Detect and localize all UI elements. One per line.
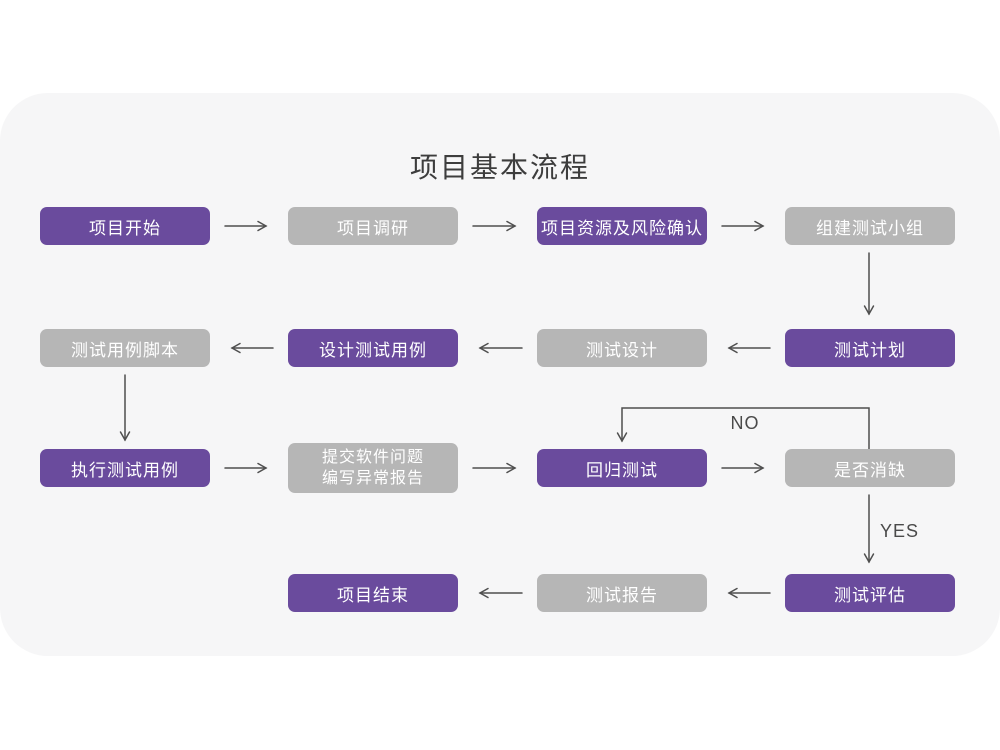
- flowchart-card: [0, 93, 1000, 656]
- node-submit-issue-report-line1: 提交软件问题: [321, 449, 424, 466]
- node-regression-test: 回归测试: [537, 449, 707, 487]
- node-defect-cleared-check: 是否消缺: [785, 449, 955, 487]
- node-build-test-team: 组建测试小组: [785, 207, 955, 245]
- node-submit-issue-report-line2: 编写异常报告: [321, 470, 424, 487]
- node-resource-risk-confirm: 项目资源及风险确认: [537, 207, 707, 245]
- node-test-report: 测试报告: [537, 574, 707, 612]
- node-execute-test-cases: 执行测试用例: [40, 449, 210, 487]
- node-test-plan: 测试计划: [785, 329, 955, 367]
- diagram-title: 项目基本流程: [409, 152, 590, 183]
- node-design-test-cases: 设计测试用例: [288, 329, 458, 367]
- node-submit-issue-report: 提交软件问题 编写异常报告: [288, 443, 458, 493]
- node-project-start: 项目开始: [40, 207, 210, 245]
- branch-label-no: NO: [730, 413, 760, 433]
- node-test-evaluation: 测试评估: [785, 574, 955, 612]
- node-project-end: 项目结束: [288, 574, 458, 612]
- branch-label-yes: YES: [880, 521, 920, 541]
- node-test-design: 测试设计: [537, 329, 707, 367]
- node-test-case-scripts: 测试用例脚本: [40, 329, 210, 367]
- node-project-research: 项目调研: [288, 207, 458, 245]
